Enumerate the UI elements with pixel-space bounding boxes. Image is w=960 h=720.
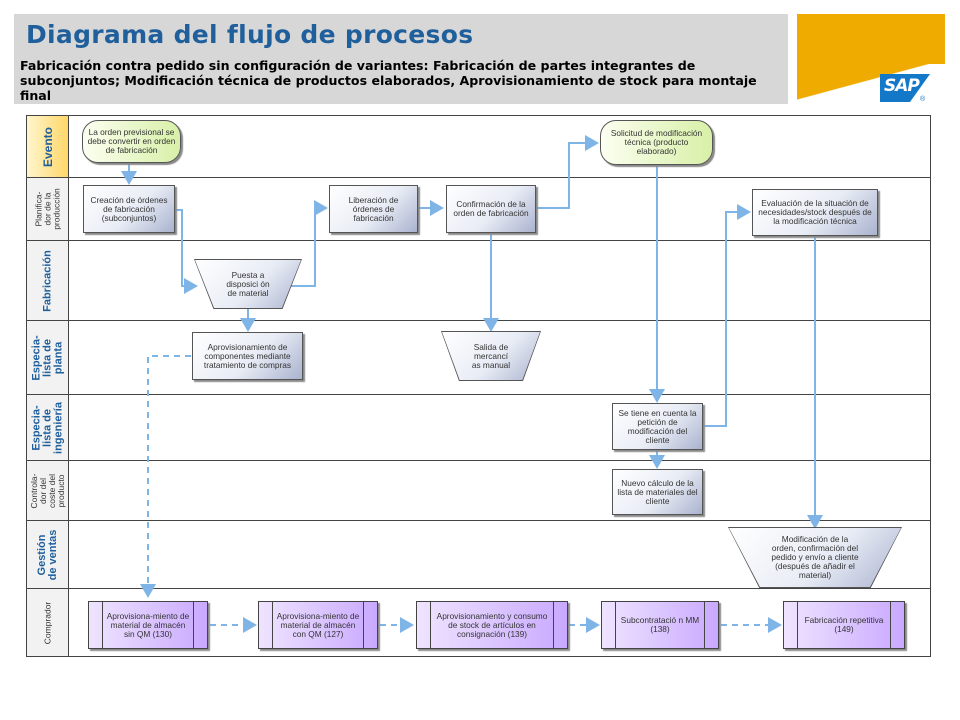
lane-label-planta: Especia- lista de planta (27, 321, 69, 394)
sub-bar-left (102, 602, 103, 648)
arrow-puesta-liberacion (288, 200, 328, 287)
page-title: Diagrama del flujo de procesos (26, 20, 474, 49)
lane-fabricacion: Fabricación (26, 241, 931, 321)
lane-label-fabricacion: Fabricación (27, 241, 69, 320)
sub-bar-left (430, 602, 431, 648)
subprocess-127[interactable]: Aprovisiona-miento de material de almacé… (258, 601, 378, 649)
arrow-creacion-puesta (176, 209, 198, 294)
lane-label-controlador: Controla- dor del coste del producto (27, 461, 69, 520)
sub-bar-right (193, 602, 194, 648)
subprocess-149[interactable]: Fabricación repetitiva (149) (783, 601, 905, 649)
event-orden-previsional[interactable]: La orden previsional se debe convertir e… (82, 120, 181, 163)
subprocess-139[interactable]: Aprovisionamiento y consumo de stock de … (416, 601, 568, 649)
sub-bar-left (272, 602, 273, 648)
lane-label-evento: Evento (27, 116, 69, 177)
step-aprovisionamiento-compras[interactable]: Aprovisionamiento de componentes mediant… (192, 332, 303, 380)
arrow-peticion-evaluacion (703, 204, 751, 427)
step-confirmacion-orden[interactable]: Confirmación de la orden de fabricación (446, 185, 536, 233)
sub-bar-right (363, 602, 364, 648)
step-evaluacion-necesidades[interactable]: Evaluación de la situación de necesidade… (752, 189, 878, 236)
step-salida-mercancias[interactable]: Salida de mercancí as manual (442, 332, 540, 380)
sub-bar-right (553, 602, 554, 648)
lane-label-ventas: Gestión de ventas (27, 521, 69, 588)
lane-label-planificador: Planifica- dor de la producción (27, 178, 69, 240)
arrow-aprov-sub1 (140, 355, 191, 598)
sap-logo-text: SAP (884, 76, 920, 96)
lane-controlador: Controla- dor del coste del producto (26, 461, 931, 521)
sub-bar-left (615, 602, 616, 648)
page-subtitle: Fabricación contra pedido sin configurac… (20, 58, 757, 103)
registered-mark: ® (920, 96, 926, 103)
event-solicitud-modificacion[interactable]: Solicitud de modificación técnica (produ… (600, 120, 713, 165)
sub-bar-left (797, 602, 798, 648)
sub-bar-right (704, 602, 705, 648)
header-banner: Diagrama del flujo de procesos Fabricaci… (14, 14, 788, 104)
sub-bar-right (890, 602, 891, 648)
step-puesta-disposicion[interactable]: Puesta a disposici ón de material (195, 260, 301, 308)
lane-especialista-ingenieria: Especia- lista de ingeniería (26, 395, 931, 461)
arrow-confirmacion-solicitud (536, 135, 599, 209)
lane-label-ingenieria: Especia- lista de ingeniería (27, 395, 69, 460)
lane-label-comprador: Comprador (27, 589, 69, 656)
step-creacion-ordenes[interactable]: Creación de órdenes de fabricación (subc… (83, 185, 175, 233)
step-peticion-cliente[interactable]: Se tiene en cuenta la petición de modifi… (612, 403, 703, 450)
step-modificacion-orden[interactable]: Modificación de la orden, confirmación d… (729, 528, 901, 587)
subprocess-138[interactable]: Subcontratació n MM (138) (601, 601, 719, 649)
step-nuevo-calculo[interactable]: Nuevo cálculo de la lista de materiales … (612, 469, 703, 515)
step-liberacion-ordenes[interactable]: Liberación de órdenes de fabricación (329, 185, 418, 233)
subprocess-130[interactable]: Aprovisiona-miento de material de almacé… (88, 601, 208, 649)
